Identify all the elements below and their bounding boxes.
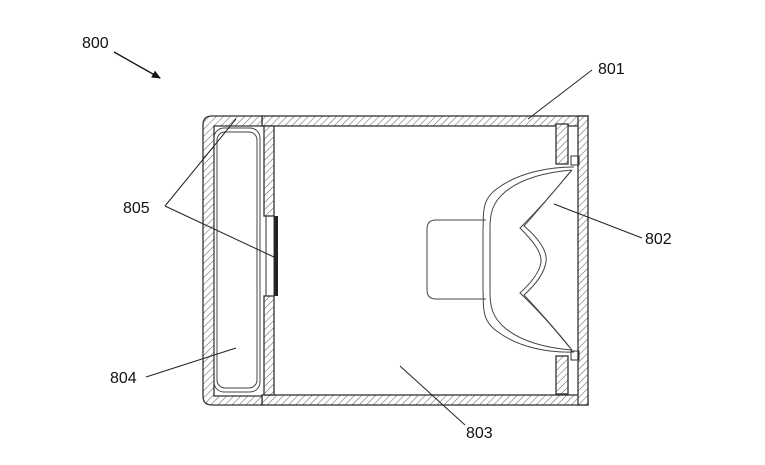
label-804: 804 [110,370,137,387]
leader-804 [145,347,237,378]
leader-802 [553,203,643,239]
label-801: 801 [598,61,625,78]
arrow-800 [113,51,161,79]
leader-803 [399,365,466,426]
leader-805a [164,118,237,207]
leader-805b [164,205,277,259]
label-803: 803 [466,425,493,442]
panel-strip [274,216,278,296]
leader-801 [527,69,593,120]
label-802: 802 [645,231,672,248]
label-800: 800 [82,35,109,52]
speaker-driver-802 [426,123,580,395]
enclosure-801 [202,115,589,406]
side-cell-804 [213,127,261,393]
label-805: 805 [123,200,150,217]
